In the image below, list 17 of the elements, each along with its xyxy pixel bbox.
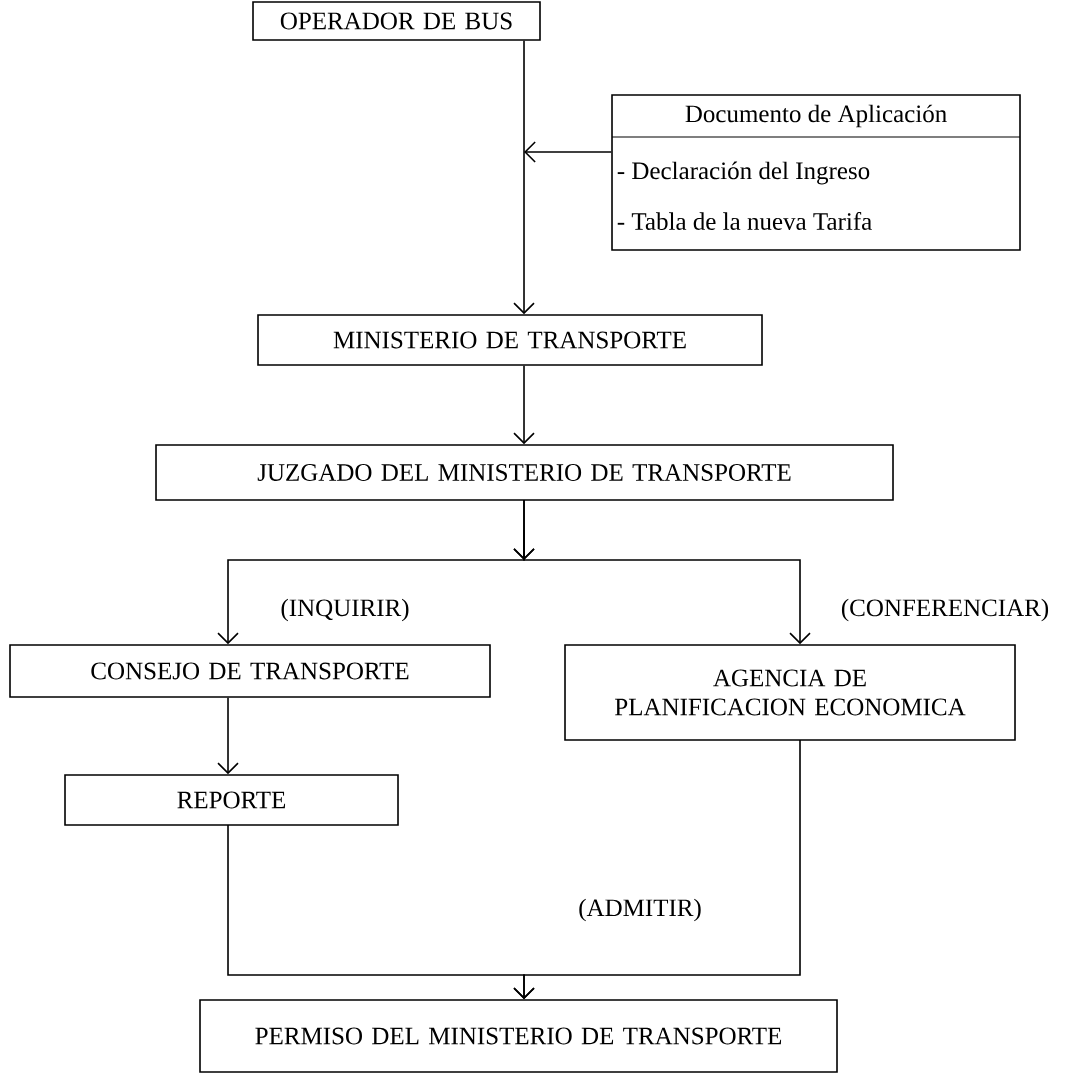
edge-label: (INQUIRIR) xyxy=(281,598,409,622)
process-box: OPERADOR DE BUS xyxy=(252,1,541,41)
arrow xyxy=(524,141,612,163)
document-box: Documento de Aplicación - Declaración del Ingreso - Tabla de la nueva Tarifa xyxy=(611,94,1021,251)
arrow xyxy=(513,739,801,1000)
process-box: PERMISO DEL MINISTERIO DE TRANSPORTE xyxy=(199,999,838,1073)
arrow xyxy=(513,365,535,445)
arrow xyxy=(513,40,535,315)
arrow xyxy=(217,697,239,775)
edge-label: (ADMITIR) xyxy=(579,898,701,922)
process-box: MINISTERIO DE TRANSPORTE xyxy=(257,314,763,366)
arrow xyxy=(513,499,811,645)
edge-label: (CONFERENCIAR) xyxy=(841,598,1049,622)
process-box: REPORTE xyxy=(64,774,399,826)
process-box: CONSEJO DE TRANSPORTE xyxy=(9,644,491,698)
process-box: JUZGADO DEL MINISTERIO DE TRANSPORTE xyxy=(155,444,894,501)
process-box: AGENCIA DE PLANIFICACION ECONOMICA xyxy=(564,644,1016,741)
